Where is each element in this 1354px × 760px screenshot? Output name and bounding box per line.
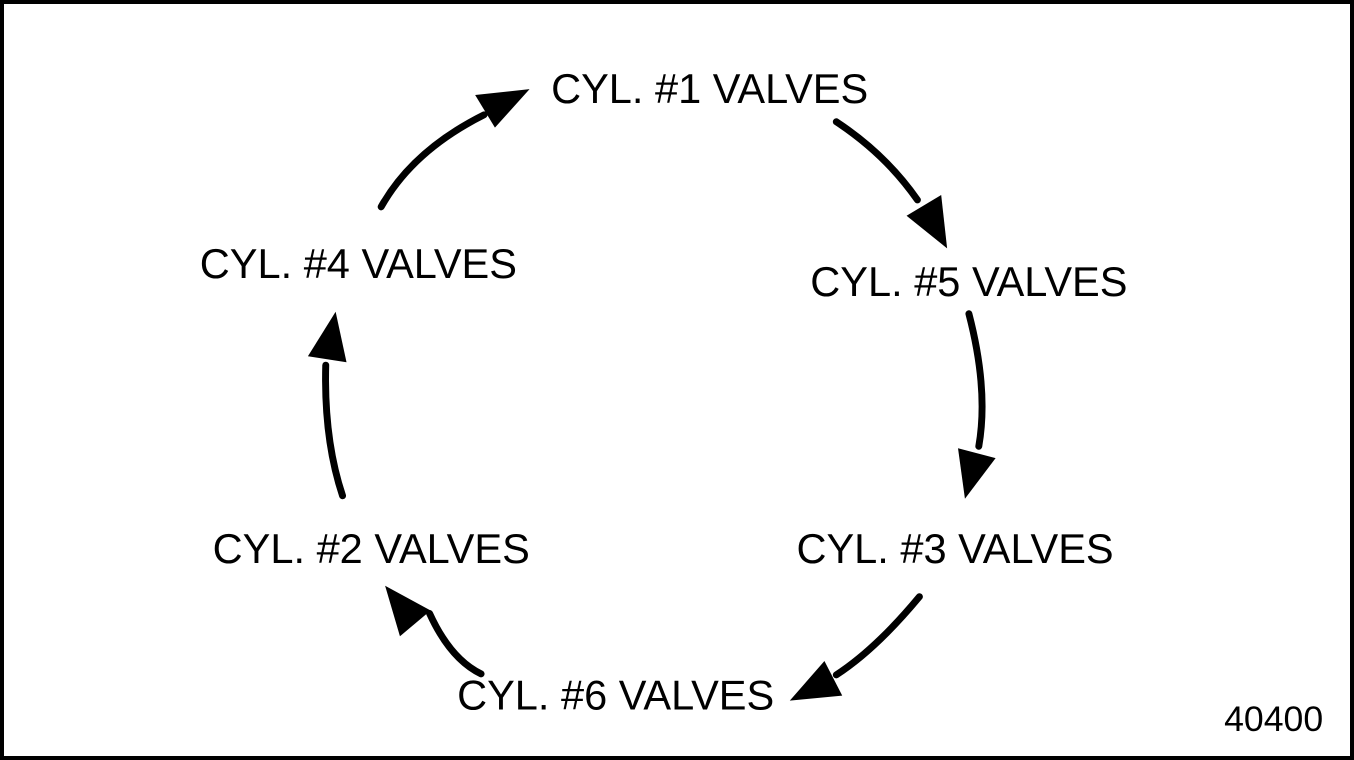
figure-number: 40400 xyxy=(1224,699,1323,739)
node-label-cyl1: CYL. #1 VALVES xyxy=(551,65,868,112)
node-label-cyl2: CYL. #2 VALVES xyxy=(213,525,530,572)
arrow-cyl2-to-cyl4 xyxy=(307,311,347,500)
arrowhead-icon xyxy=(385,585,431,637)
node-label-cyl6: CYL. #6 VALVES xyxy=(457,671,774,718)
arrowhead-icon xyxy=(906,194,948,249)
arrow-arc xyxy=(965,310,986,450)
arrowhead-icon xyxy=(958,448,996,499)
arrow-arc xyxy=(426,610,485,678)
arrow-arc xyxy=(832,593,923,679)
arrowhead-icon xyxy=(789,661,843,701)
arrow-cyl1-to-cyl5 xyxy=(832,118,948,249)
arrow-cyl4-to-cyl1 xyxy=(377,89,530,211)
arrow-cyl3-to-cyl6 xyxy=(789,593,923,701)
valve-sequence-diagram: CYL. #1 VALVES CYL. #5 VALVES CYL. #3 VA… xyxy=(200,65,1323,739)
arrow-arc xyxy=(322,361,347,500)
node-label-cyl5: CYL. #5 VALVES xyxy=(810,258,1127,305)
node-label-cyl4: CYL. #4 VALVES xyxy=(200,240,517,287)
arrow-arc xyxy=(377,111,488,211)
node-label-cyl3: CYL. #3 VALVES xyxy=(796,525,1113,572)
arrow-cyl5-to-cyl3 xyxy=(958,310,996,499)
arrowhead-icon xyxy=(475,89,530,128)
arrow-cyl6-to-cyl2 xyxy=(385,585,485,678)
arrowhead-icon xyxy=(307,311,347,363)
arrow-arc xyxy=(832,118,921,204)
